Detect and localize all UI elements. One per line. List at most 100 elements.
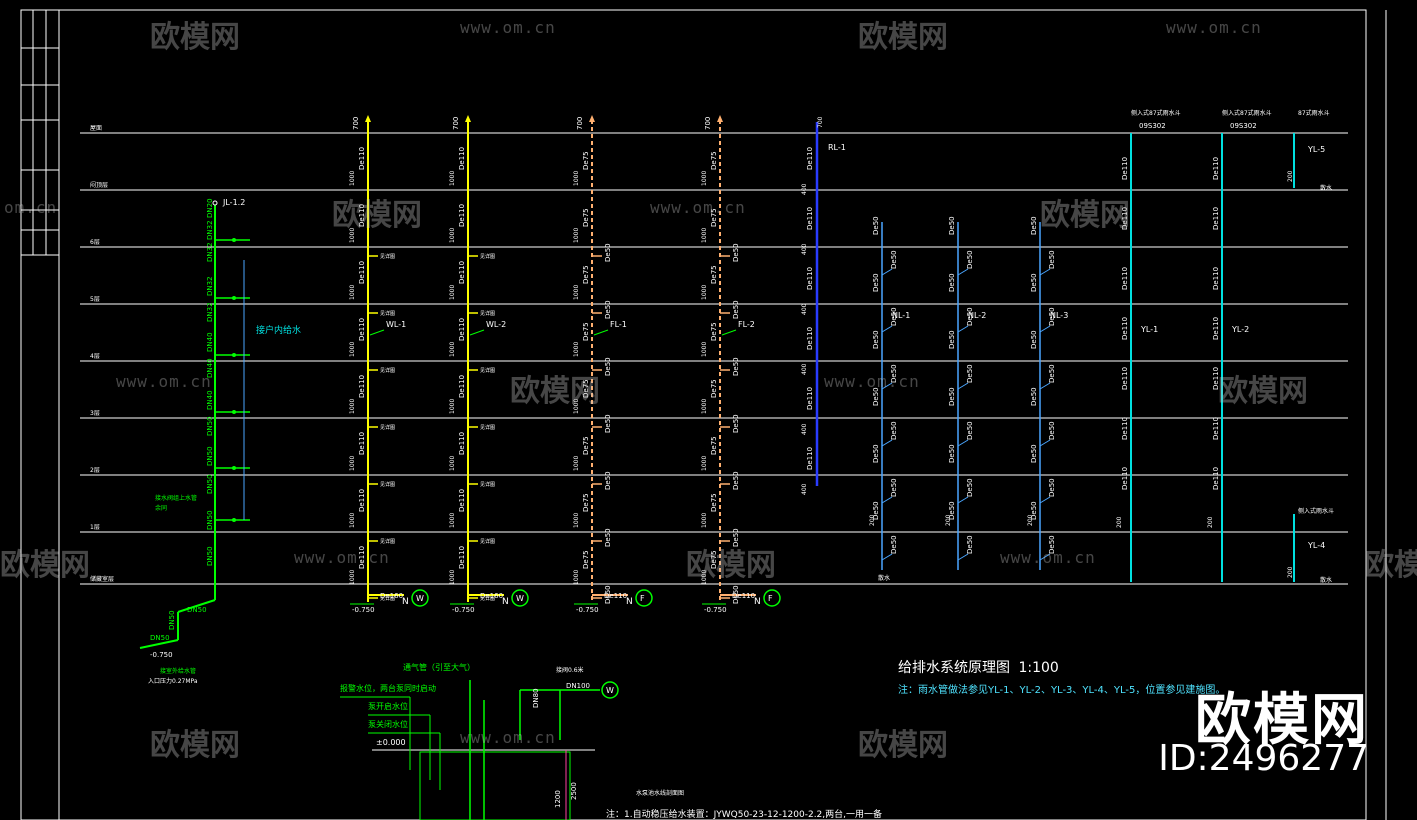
drain-stub-dim: 1000 — [701, 513, 708, 528]
manhole-symbol: F — [768, 594, 773, 603]
manhole-icon — [411, 589, 429, 607]
watermark-url: www.om.cn — [1000, 548, 1096, 567]
drain-branch-size: De50 — [604, 243, 612, 262]
drain-elev-label: -0.750 — [452, 606, 475, 614]
rain-riser-label: YL-2 — [1231, 325, 1249, 334]
supply-note-label: 接水阀组上水管 — [155, 494, 197, 502]
rain-size-label: De110 — [1212, 157, 1220, 180]
supply-inlet-pipe — [139, 639, 179, 649]
drain-stub-dim: 1000 — [573, 456, 580, 471]
rain-branch-pipe — [1039, 439, 1051, 447]
rain-dim: 200 — [1116, 516, 1123, 528]
drain-size-label: De110 — [358, 318, 366, 341]
drain-size-label: De75 — [582, 379, 590, 398]
rain-branch-pipe — [957, 439, 969, 447]
watermark-url: www.om.cn — [116, 372, 212, 391]
supply-size-label: DN32 — [206, 276, 214, 296]
supply-size-label: DN50 — [168, 610, 176, 630]
watermark-url: www.om.cn — [824, 372, 920, 391]
drain-size-label: De110 — [358, 147, 366, 170]
drain-stub-dim: 1000 — [349, 570, 356, 585]
floor-label: 储藏室层 — [90, 575, 114, 583]
drain-size-label: De110 — [358, 375, 366, 398]
drain-stub-dim: 1000 — [701, 570, 708, 585]
north-mark: N — [402, 597, 409, 607]
rain-size-label: De50 — [872, 444, 880, 463]
drain-label-leader — [593, 329, 609, 336]
north-mark: N — [754, 597, 761, 607]
drain-branch-note: 见详图 — [380, 424, 395, 431]
rain-size-label: De50 — [872, 387, 880, 406]
rain-size-label: De50 — [1048, 307, 1056, 326]
supply-size-label: DN40 — [206, 358, 214, 378]
drain-branch-size: De50 — [732, 471, 740, 490]
vent-cap-icon — [589, 115, 595, 122]
rain-size-label: De50 — [1048, 535, 1056, 554]
drain-stub-dim: 1000 — [573, 570, 580, 585]
rain-size-label: De50 — [1030, 501, 1038, 520]
drain-stub-dim: 1000 — [701, 456, 708, 471]
watermark-brand: 欧模网 — [1218, 374, 1308, 409]
drain-stub-dim: 1000 — [573, 513, 580, 528]
drain-riser-group: 700De1101000De110见详图1000De110见详图1000De11… — [349, 115, 781, 614]
floor-label: 6层 — [90, 239, 100, 246]
vent-cap-icon — [465, 115, 471, 122]
floor-label: 4层 — [90, 353, 100, 360]
rain-size-label: De50 — [948, 216, 956, 235]
supply-size-label: DN40 — [206, 390, 214, 410]
rain-size-label: De110 — [1121, 157, 1129, 180]
rain-size-label: De110 — [806, 387, 814, 410]
drain-bottom-size: De160 — [380, 592, 403, 600]
section-title: 水泵池水线剖面图 — [636, 789, 684, 797]
rain-dim: 400 — [801, 243, 808, 255]
drain-stub-dim: 1000 — [449, 513, 456, 528]
drain-size-label: De110 — [458, 147, 466, 170]
pump-note-label: 接阀0.6米 — [556, 666, 584, 674]
rain-riser-label: YL-1 — [1140, 325, 1158, 334]
rain-size-label: De50 — [1048, 364, 1056, 383]
rain-riser-label: RL-1 — [828, 143, 846, 152]
rain-size-label: De50 — [890, 250, 898, 269]
rain-top-note: 侧入式87式雨水斗 — [1131, 109, 1181, 117]
drain-branch-size: De50 — [604, 471, 612, 490]
supply-size-label: DN50 — [206, 474, 214, 494]
drain-stub-dim: 1000 — [349, 342, 356, 357]
drain-size-label: De110 — [458, 261, 466, 284]
drain-size-label: De75 — [710, 550, 718, 569]
pump-start-label: 泵开启水位 — [368, 701, 408, 711]
drain-vert-dim: 700 — [704, 117, 712, 130]
drain-branch-note: 见详图 — [380, 367, 395, 374]
manhole-symbol: W — [606, 686, 614, 695]
drain-elev-label: -0.750 — [352, 606, 375, 614]
watermark-brand: 欧模网 — [858, 728, 948, 763]
manhole-symbol: F — [640, 594, 645, 603]
rain-size-label: De50 — [890, 421, 898, 440]
drain-branch-note: 见详图 — [480, 310, 495, 317]
rain-size-label: De50 — [872, 330, 880, 349]
drain-stub-dim: 1000 — [449, 570, 456, 585]
rain-branch-pipe — [957, 553, 969, 561]
drain-size-label: De75 — [582, 550, 590, 569]
drain-stub-dim: 1000 — [349, 513, 356, 528]
rain-branch-pipe — [957, 496, 969, 504]
drain-bottom-size: De160 — [480, 592, 503, 600]
rain-size-label: De110 — [1212, 207, 1220, 230]
supply-size-label: DN20 — [206, 198, 214, 218]
outer-border — [20, 9, 1367, 820]
rain-branch-pipe — [1039, 553, 1051, 561]
drain-stub-dim: 1000 — [449, 228, 456, 243]
rain-size-label: De50 — [966, 250, 974, 269]
watermark-brand: 欧模网 — [858, 20, 948, 55]
supply-riser-label: JL-1.2 — [222, 198, 245, 207]
rain-dim: 200 — [945, 514, 952, 526]
pump-zero-label: ±0.000 — [376, 738, 406, 747]
rain-riser-label: NL-2 — [968, 311, 986, 320]
rain-size-label: De50 — [890, 478, 898, 497]
tank-outline — [419, 751, 571, 820]
rain-top-note: 侧入式87式雨水斗 — [1222, 109, 1272, 117]
rain-std-label: 09S302 — [1139, 122, 1166, 130]
rain-size-label: De50 — [872, 273, 880, 292]
drain-stub-dim: 1000 — [701, 399, 708, 414]
drain-branch-size: De50 — [732, 414, 740, 433]
brand-id: ID:2496277 — [1158, 738, 1369, 779]
